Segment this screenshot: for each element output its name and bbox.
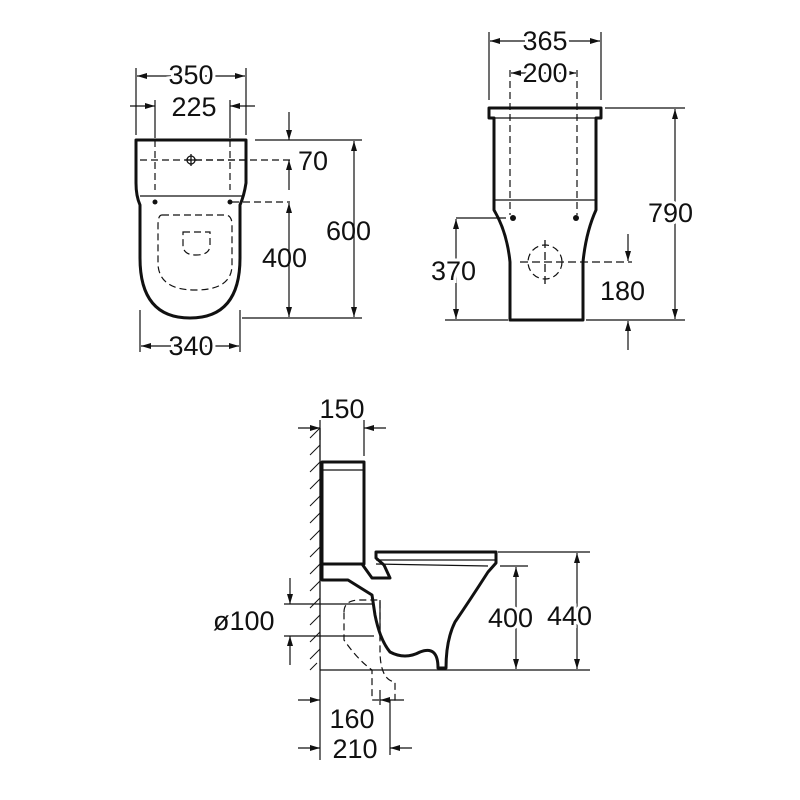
- outlet-icon: [520, 240, 632, 284]
- dim-pipe-diameter: ø100: [213, 606, 275, 636]
- bowl-outlet: [182, 231, 211, 256]
- dim-225: 225: [171, 92, 216, 122]
- dim-340: 340: [168, 331, 213, 361]
- side-cistern-outline: [320, 460, 366, 566]
- dim-150: 150: [319, 394, 364, 424]
- dim-440: 440: [547, 601, 592, 631]
- dim-70: 70: [298, 146, 328, 176]
- top-view: 350 225 70 400 600 340: [130, 57, 371, 364]
- dim-160: 160: [329, 704, 374, 734]
- wall-hatch: [309, 427, 321, 671]
- dim-790: 790: [648, 198, 693, 228]
- dim-370: 370: [431, 256, 476, 286]
- dim-400-side: 400: [488, 603, 533, 633]
- seat-opening: [157, 214, 233, 291]
- dim-210: 210: [332, 734, 377, 764]
- side-view: 150 ø100 400 440 160 210: [213, 394, 595, 764]
- dim-400-top: 400: [262, 243, 307, 273]
- dim-350: 350: [168, 60, 213, 90]
- dim-365: 365: [522, 26, 567, 56]
- dim-200: 200: [522, 58, 567, 88]
- dim-600: 600: [326, 216, 371, 246]
- side-bowl-outline: [320, 550, 498, 670]
- top-view-outline: [134, 138, 248, 320]
- cistern-outline: [487, 106, 603, 322]
- front-view: 365 200 790 370 180: [428, 23, 696, 350]
- dim-180: 180: [600, 276, 645, 306]
- trap-outline: [343, 599, 396, 701]
